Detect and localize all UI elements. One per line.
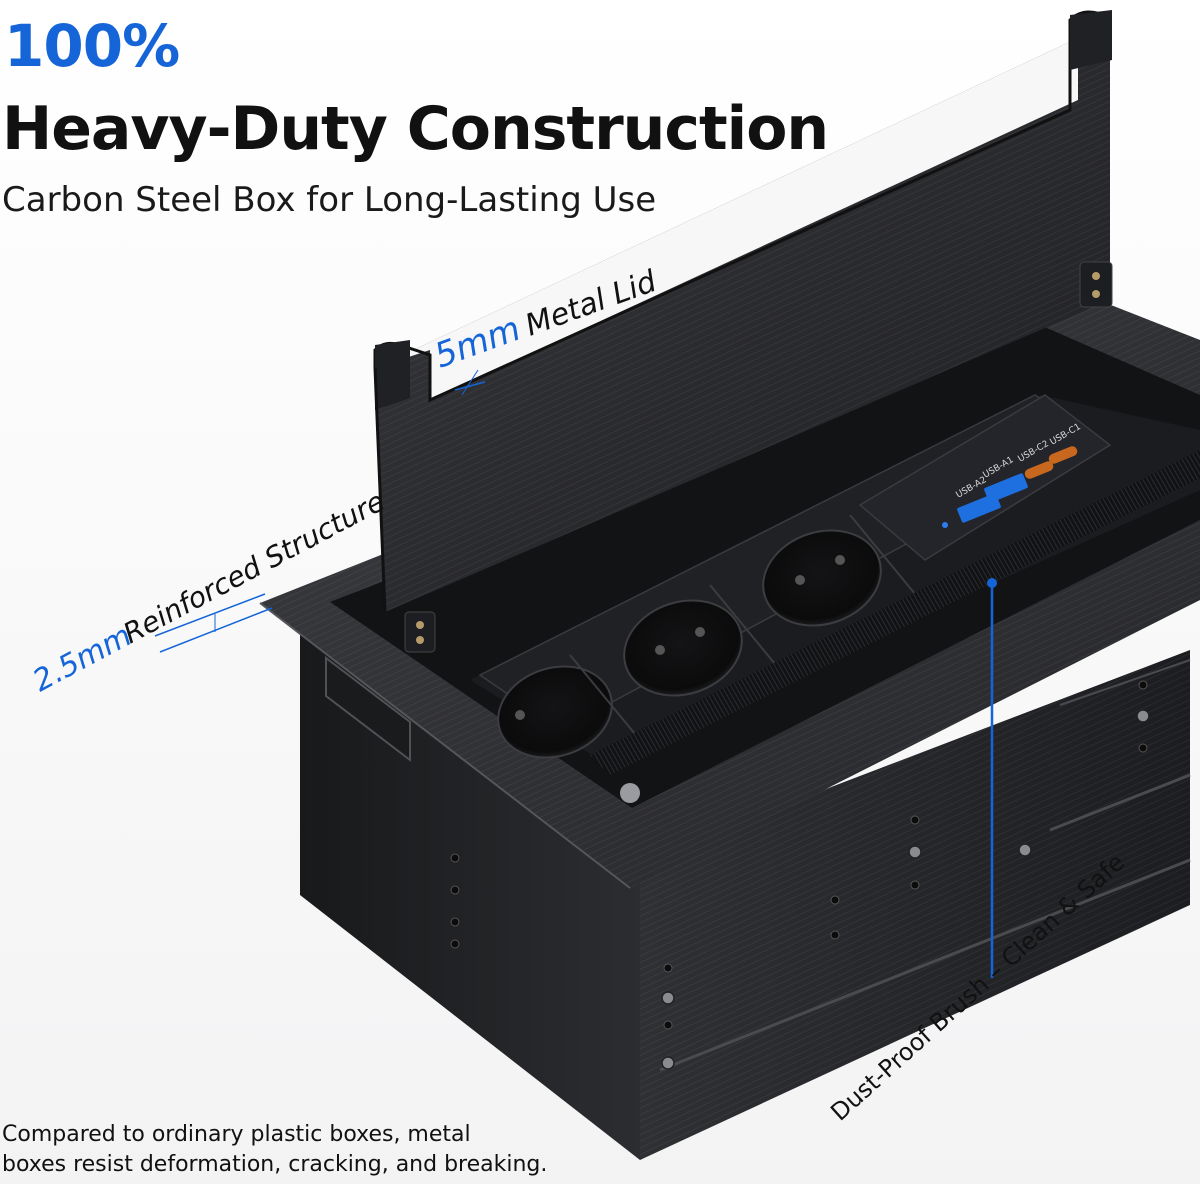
page-subtitle: Carbon Steel Box for Long-Lasting Use [2, 180, 657, 220]
frame-rivet [620, 783, 640, 803]
dust-brush [590, 450, 1200, 775]
reinforcement-rib [1049, 773, 1191, 832]
usb-a-port-icon [957, 473, 1028, 523]
usb-module [858, 394, 1112, 561]
socket-strip: USB-A2 USB-A1 USB-C2 USB-C1 [470, 394, 1200, 775]
footer-line-1: Compared to ordinary plastic boxes, meta… [2, 1122, 471, 1147]
metal-lid [373, 10, 1113, 653]
box-left-face [300, 615, 640, 1160]
indicator-led [942, 522, 948, 528]
screw-icon [661, 709, 1150, 1070]
screw-holes [450, 680, 1150, 1070]
footer-note: Compared to ordinary plastic boxes, meta… [2, 1120, 547, 1180]
structure-thickness-value: 2.5mm [27, 618, 137, 699]
hinge [404, 611, 436, 653]
mounting-bracket [325, 655, 411, 763]
reinforcement-rib [659, 858, 1191, 1072]
socket-icon [497, 529, 882, 759]
page-title: Heavy-Duty Construction [2, 94, 829, 164]
footer-line-2: boxes resist deformation, cracking, and … [2, 1152, 548, 1177]
box-body [300, 615, 1191, 1160]
usb-c-port-icon [1024, 446, 1078, 479]
hinge [1079, 261, 1113, 308]
headline-percent: 100% [4, 12, 180, 80]
